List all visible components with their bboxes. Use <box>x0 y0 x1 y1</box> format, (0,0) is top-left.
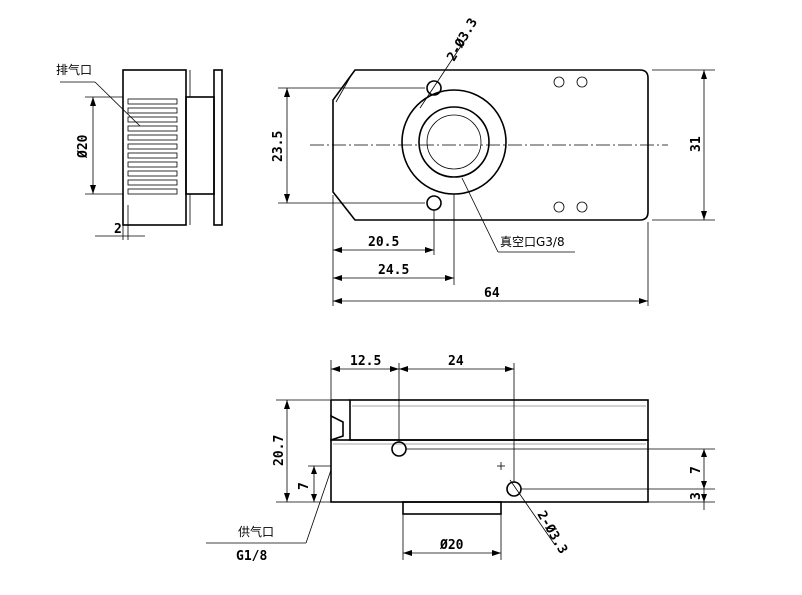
bottom-dia-dim: Ø20 <box>439 538 464 553</box>
supply-thread-label: G1/8 <box>236 549 267 564</box>
len-64-dim: 64 <box>484 286 500 301</box>
len-20-5-dim: 20.5 <box>368 235 399 250</box>
right-7-dim: 7 <box>689 466 704 474</box>
top-view: 2-Ø3.3 真空口G3/8 23.5 31 20.5 24.5 <box>271 16 715 306</box>
exhaust-port-label: 排气口 <box>56 62 92 77</box>
front-hole-right <box>506 481 522 497</box>
exhaust-slots <box>127 98 178 195</box>
vacuum-port-label: 真空口G3/8 <box>500 235 565 249</box>
side-dia-dim: Ø20 <box>76 134 91 159</box>
len-24-dim: 24 <box>448 354 464 369</box>
side-offset-dim: 2 <box>114 222 122 237</box>
side-view: 排气口 Ø20 2 <box>56 62 223 240</box>
left-7-dim: 7 <box>297 482 312 490</box>
right-3-dim: 3 <box>689 492 704 500</box>
top-hole-upper <box>426 80 442 96</box>
top-hole-lower <box>426 195 442 211</box>
len-12-5-dim: 12.5 <box>350 354 381 369</box>
front-hole-dim: 2-Ø3.3 <box>534 509 570 557</box>
height-23-5-dim: 23.5 <box>271 131 286 162</box>
height-31-dim: 31 <box>689 136 704 152</box>
supply-port-label: 供气口 <box>238 524 274 539</box>
len-24-5-dim: 24.5 <box>378 263 409 278</box>
top-hole-dim: 2-Ø3.3 <box>444 16 480 64</box>
front-view: 2-Ø3.3 12.5 24 20.7 7 供气口 G1/8 <box>206 354 715 564</box>
height-20-7-dim: 20.7 <box>272 435 287 466</box>
